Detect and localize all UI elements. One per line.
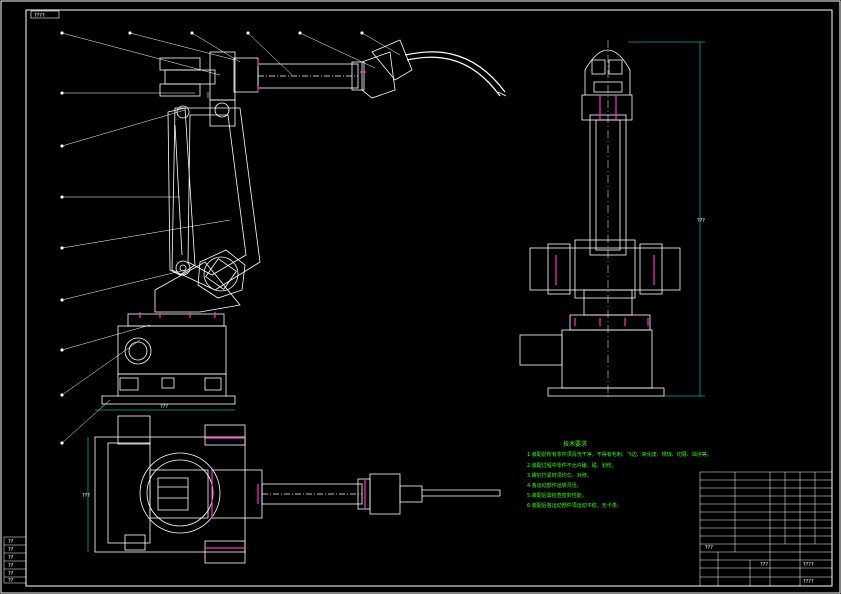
side-block-text: ?? ?? ?? ?? ?? ?? [8,539,14,584]
drawing-title: ???? [803,562,814,568]
side-cell-2: ?? [8,547,14,553]
front-view [101,39,507,405]
height-dimension [628,41,705,397]
side-cell-3: ?? [8,555,14,561]
side-view [519,40,681,400]
side-cell-4: ?? [8,563,14,569]
tech-note-line-5: 5.装配后需检查密封性能。 [527,492,587,499]
tech-note-line-4: 4.各运动部件运转灵活。 [527,482,582,489]
technical-notes: 技术要求 1.装配前所有零件须清洗干净，不得有毛刺、飞边、氧化皮、锈蚀、切屑、油… [527,440,712,509]
callout-leaders [60,31,401,445]
title-block-text: ??? ???? ???? ??? [705,545,814,585]
plan-dimension [87,409,235,552]
inner-border [25,9,833,587]
title-block [699,471,833,587]
tech-note-line-2: 2.装配过程中零件不允许磕、碰、划伤。 [527,462,617,469]
tech-note-line-3: 3.螺钉拧紧时须均匀、对称。 [527,472,592,479]
plan-view [94,415,501,564]
top-left-tag-text: ???? [34,13,45,19]
tech-note-line-6: 6.装配后各运动部件须运动平稳，无卡滞。 [527,502,622,509]
top-left-tag: ???? [30,10,60,19]
side-cell-5: ?? [8,571,14,577]
plan-dimension-text: ??? [82,493,90,499]
title-label-b: ??? [705,545,713,551]
side-block [3,536,27,584]
title-label-a: ???? [803,579,814,585]
side-cell-6: ?? [8,578,14,584]
width-dimension-text: ??? [160,404,168,410]
height-dimension-text: ??? [697,218,705,224]
side-cell-1: ?? [8,539,14,545]
tech-note-line-1: 1.装配前所有零件须清洗干净，不得有毛刺、飞边、氧化皮、锈蚀、切屑、油污等。 [527,451,712,458]
tech-notes-title: 技术要求 [563,440,587,448]
sheet-code: ??? [760,562,768,568]
